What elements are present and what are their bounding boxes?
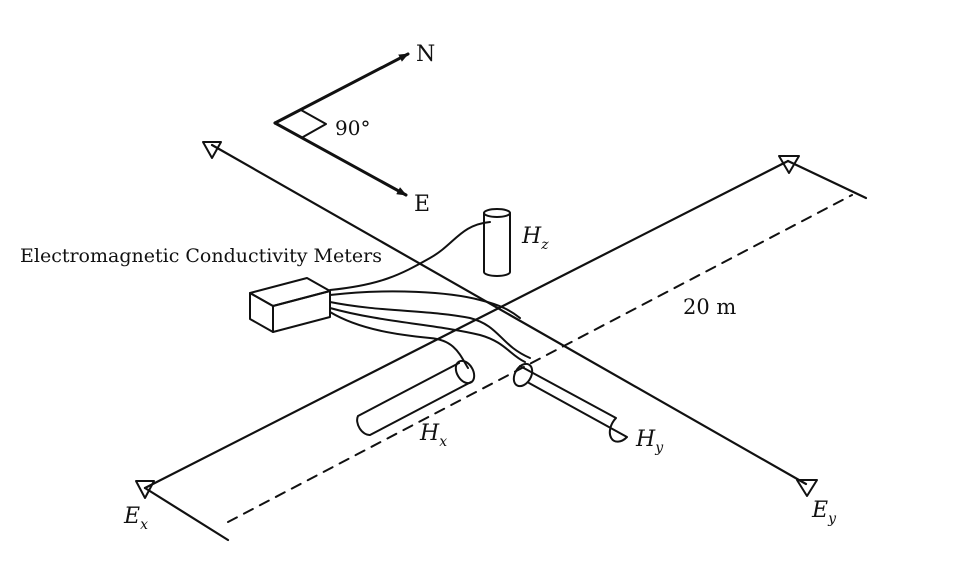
hz-cylinder-top xyxy=(483,208,511,218)
hz-sensor: Hz xyxy=(483,208,549,277)
cables xyxy=(329,221,531,369)
ey-electrode-top xyxy=(202,141,222,159)
ex-wire xyxy=(143,159,790,490)
ex-end-tick-right xyxy=(786,159,868,200)
north-arrow xyxy=(273,52,410,125)
hx-label: Hx xyxy=(419,421,447,450)
ex-dipole xyxy=(135,155,868,542)
angle-label: 90° xyxy=(335,116,370,140)
hy-cable xyxy=(329,301,531,359)
conductivity-meter-box xyxy=(249,277,331,333)
meter-box-front xyxy=(249,292,274,333)
hx-cable xyxy=(329,311,469,369)
hx-cylinder xyxy=(356,362,472,437)
ex-electrode-right xyxy=(778,155,800,174)
hy-cylinder xyxy=(519,365,628,443)
east-label: E xyxy=(414,192,430,217)
hz-cable xyxy=(329,221,491,291)
distance-dashed-line xyxy=(227,194,853,523)
hx-sensor: Hx xyxy=(356,359,476,450)
hy-cable-2 xyxy=(329,307,526,363)
east-arrow xyxy=(273,121,408,197)
north-label: N xyxy=(416,42,435,67)
ex-cable xyxy=(329,290,521,319)
ex-electrode-left xyxy=(135,480,155,499)
distance-label: 20 m xyxy=(683,295,736,319)
ey-electrode-bottom xyxy=(796,479,818,497)
ey-wire xyxy=(210,143,808,486)
right-angle-marker xyxy=(300,109,327,138)
hx-cylinder-end xyxy=(454,359,476,385)
hz-cylinder xyxy=(483,212,511,277)
hy-sensor: Hy xyxy=(512,362,664,456)
meters-label: Electromagnetic Conductivity Meters xyxy=(20,245,382,267)
compass: N E 90° xyxy=(273,42,435,217)
meter-box-side xyxy=(272,290,331,333)
ey-label: Ey xyxy=(811,498,837,527)
hy-cylinder-end xyxy=(512,362,534,388)
ey-dipole xyxy=(202,141,818,497)
hz-label: Hz xyxy=(521,224,549,253)
ex-label: Ex xyxy=(123,504,148,533)
hy-label: Hy xyxy=(635,427,664,456)
ex-end-tick-left xyxy=(143,486,230,542)
